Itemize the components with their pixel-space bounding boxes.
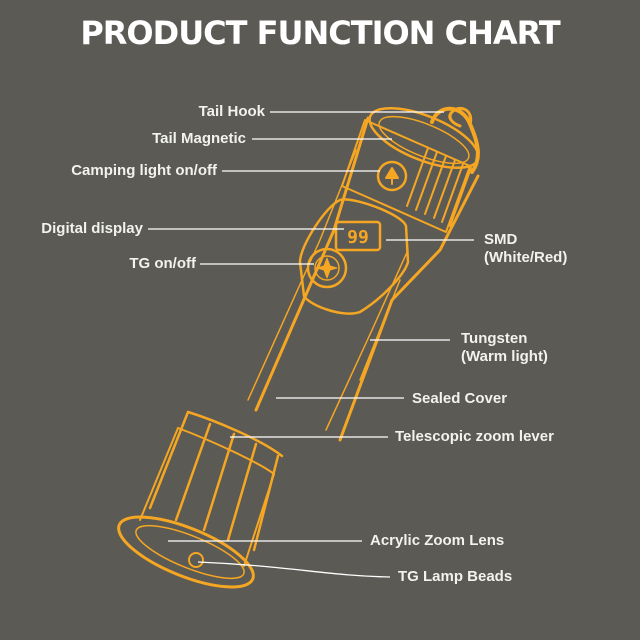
control-panel (298, 198, 410, 315)
body-outline (254, 116, 480, 442)
label-tail-hook: Tail Hook (198, 103, 265, 120)
label-tungsten: Tungsten (Warm light) (461, 330, 548, 366)
tail-cap (368, 106, 480, 170)
tg-button (306, 247, 348, 289)
label-lamp-beads: TG Lamp Beads (398, 568, 513, 585)
label-zoom-lens: Acrylic Zoom Lens (370, 532, 505, 549)
zoom-lever-ring (186, 410, 284, 458)
acrylic-lens (117, 515, 255, 589)
label-tungsten-line2: (Warm light) (461, 348, 548, 365)
label-smd-line2: (White/Red) (484, 249, 568, 266)
camping-light-icon (385, 167, 399, 185)
label-tungsten-line1: Tungsten (461, 330, 528, 347)
label-smd-line1: SMD (484, 231, 518, 248)
label-tg-onoff: TG on/off (129, 255, 196, 272)
head-ribs (148, 410, 280, 552)
display-digits: 99 (347, 227, 369, 248)
leader-lamp-beads (197, 561, 391, 578)
label-sealed-cover: Sealed Cover (412, 390, 508, 407)
tail-ribs (406, 147, 472, 227)
label-zoom-lever: Telescopic zoom lever (395, 428, 554, 445)
tg-button-icon (316, 257, 338, 279)
leader-lines (148, 111, 474, 578)
lamp-bead (188, 552, 204, 568)
label-camping-light: Camping light on/off (71, 162, 217, 179)
flashlight-outline (117, 106, 480, 589)
camping-light-button (376, 160, 408, 192)
label-smd: SMD (White/Red) (484, 231, 567, 267)
label-tail-magnetic: Tail Magnetic (152, 130, 246, 147)
chart-title: PRODUCT FUNCTION CHART (80, 14, 560, 52)
label-digital-display: Digital display (41, 220, 143, 237)
digital-display-box (334, 220, 382, 252)
